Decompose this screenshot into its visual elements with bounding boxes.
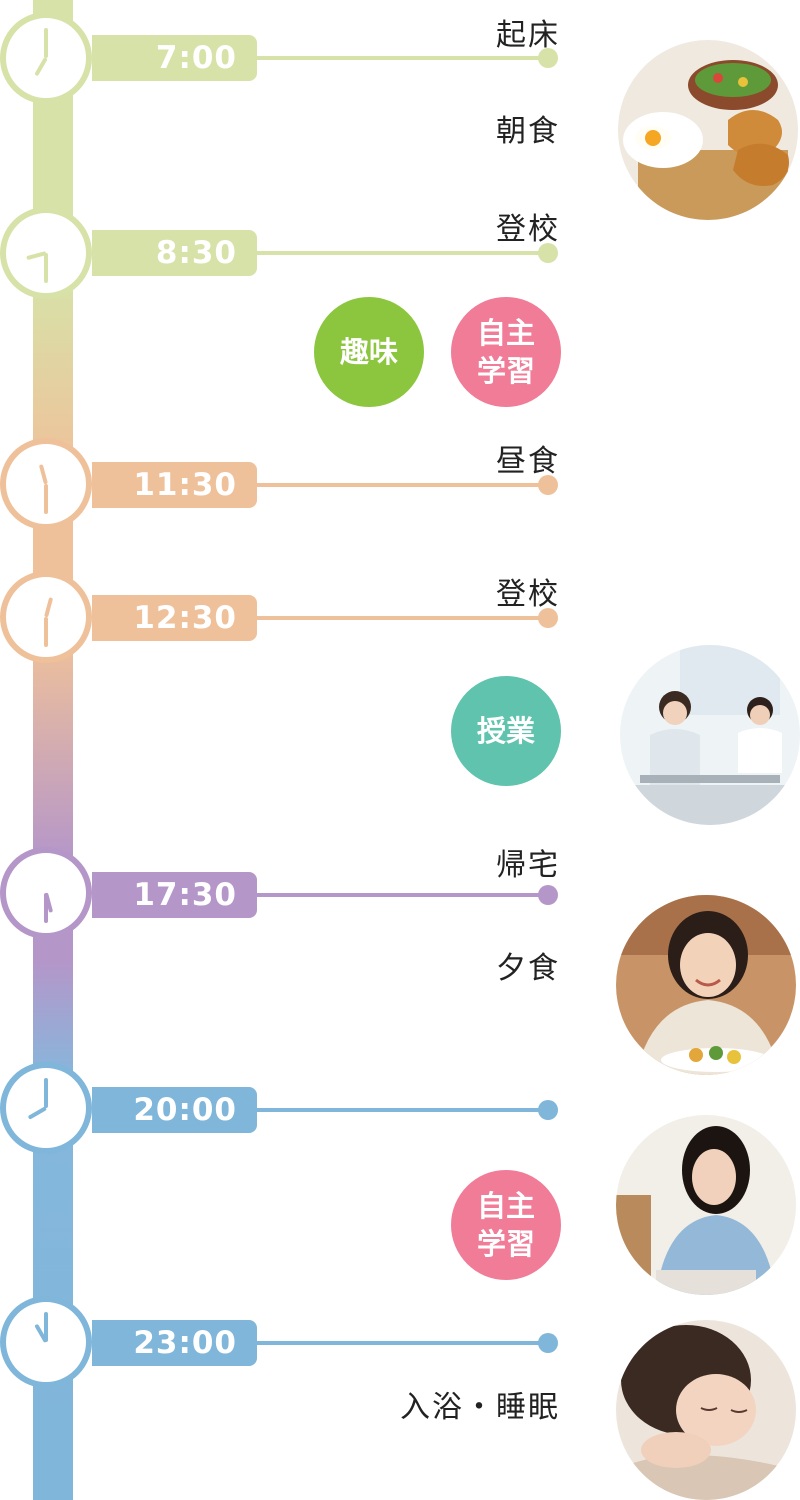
time-label: 8:30 [92, 230, 257, 276]
time-label: 11:30 [92, 462, 257, 508]
clock-icon [0, 207, 92, 299]
clock-icon [0, 1062, 92, 1154]
connector-line [255, 893, 545, 897]
event-label: 朝食 [496, 114, 560, 149]
sleep-photo [616, 1320, 796, 1500]
time-label: 20:00 [92, 1087, 257, 1133]
study-photo [616, 1115, 796, 1295]
event-label: 昼食 [496, 444, 560, 479]
dinner-photo [616, 895, 796, 1075]
event-label: 夕食 [496, 951, 560, 986]
connector-line [255, 1108, 545, 1112]
time-label: 7:00 [92, 35, 257, 81]
clock-icon [0, 847, 92, 939]
time-label: 23:00 [92, 1320, 257, 1366]
badge-line: 自主 [476, 1189, 535, 1223]
event-label: 起床 [496, 18, 560, 53]
event-label: 帰宅 [496, 848, 560, 883]
connector-dot [538, 475, 558, 495]
connector-line [255, 56, 545, 60]
connector-dot [538, 243, 558, 263]
clock-icon [0, 12, 92, 104]
time-label: 12:30 [92, 595, 257, 641]
clock-icon [0, 438, 92, 530]
connector-line [255, 1341, 545, 1345]
clock-icon [0, 571, 92, 663]
self-study-badge: 自主 学習 [451, 1170, 561, 1280]
connector-line [255, 616, 545, 620]
badge-line: 自主 [476, 316, 535, 350]
connector-line [255, 483, 545, 487]
connector-dot [538, 1333, 558, 1353]
time-label: 17:30 [92, 872, 257, 918]
class-badge: 授業 [451, 676, 561, 786]
badge-line: 学習 [476, 1227, 535, 1261]
event-label: 登校 [496, 577, 560, 612]
event-label: 登校 [496, 212, 560, 247]
clock-icon [0, 1296, 92, 1388]
connector-dot [538, 48, 558, 68]
self-study-badge: 自主 学習 [451, 297, 561, 407]
connector-dot [538, 608, 558, 628]
connector-dot [538, 1100, 558, 1120]
hobby-badge: 趣味 [314, 297, 424, 407]
connector-dot [538, 885, 558, 905]
badge-line: 学習 [476, 354, 535, 388]
classroom-photo [620, 645, 800, 825]
connector-line [255, 251, 545, 255]
event-label: 入浴・睡眠 [400, 1390, 560, 1425]
breakfast-photo [618, 40, 798, 220]
